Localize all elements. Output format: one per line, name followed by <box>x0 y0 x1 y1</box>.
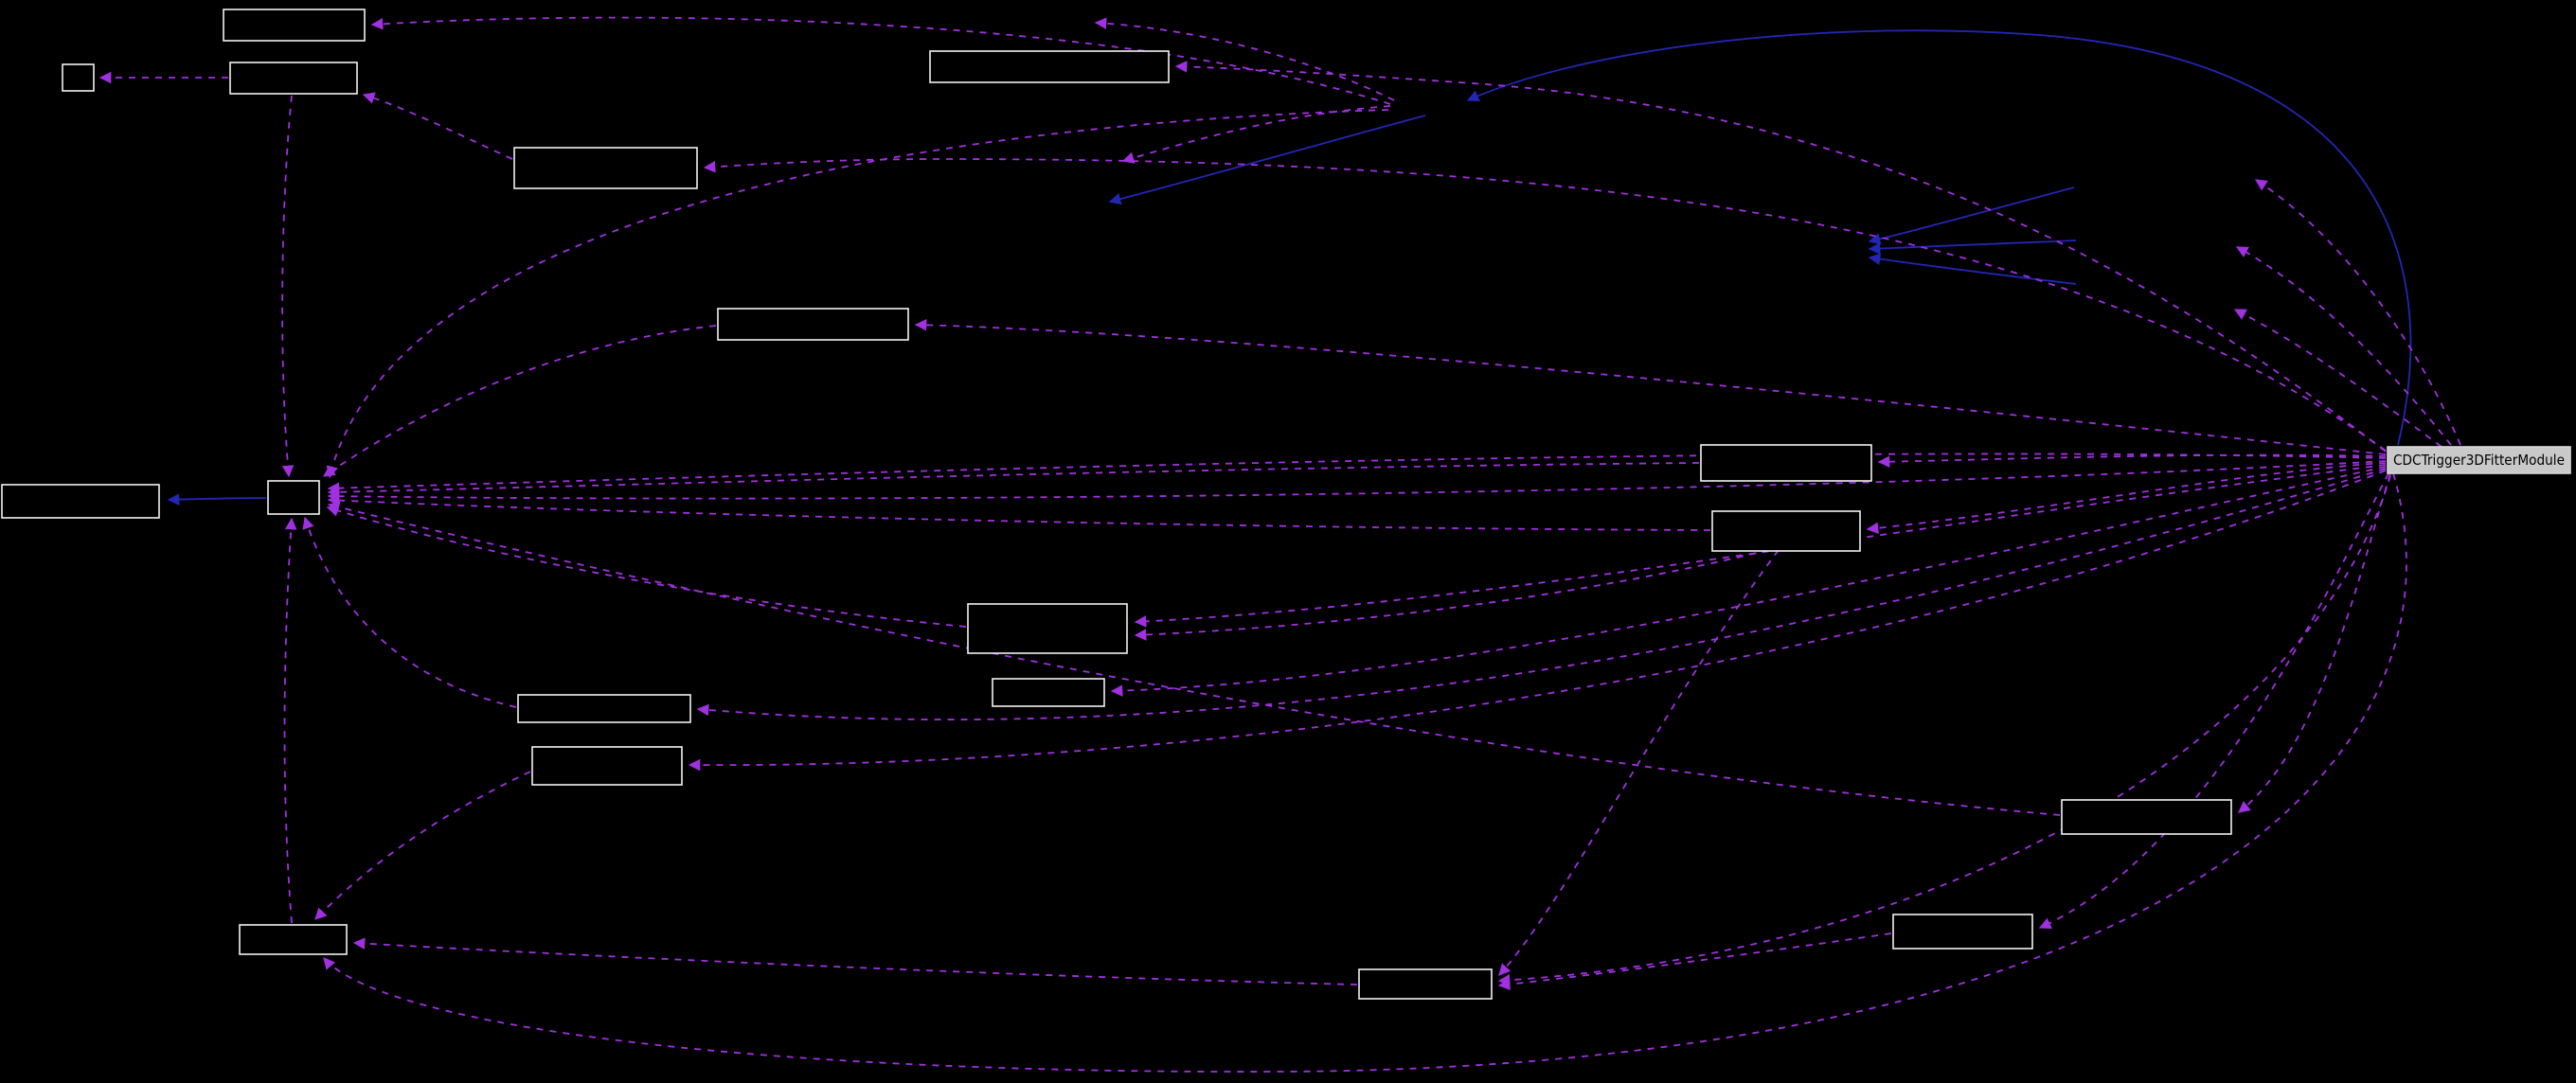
graph-edge-uses-28 <box>327 462 1700 499</box>
graph-edge-uses-27 <box>327 460 2387 503</box>
graph-edge-uses-18 <box>696 468 2387 720</box>
graph-edge-uses-35 <box>281 95 295 478</box>
graph-node-n2[interactable] <box>62 63 95 92</box>
graph-edge-uses-16 <box>1134 549 1770 641</box>
graph-edge-inheritance-2 <box>1868 186 2075 245</box>
graph-node-n13[interactable] <box>517 694 691 723</box>
graph-node-n15[interactable] <box>2061 799 2232 835</box>
graph-edge-uses-40 <box>2235 246 2452 446</box>
graph-edge-uses-36 <box>326 109 1389 479</box>
graph-edge-uses-9 <box>2038 472 2389 930</box>
graph-node-main-label: CDCTrigger3DFitterModule <box>2393 452 2565 469</box>
graph-edge-uses-21 <box>1497 932 1892 991</box>
graph-edge-uses-14 <box>1094 17 1395 101</box>
graph-edge-uses-31 <box>326 505 967 628</box>
graph-edge-uses-6 <box>1877 453 2387 469</box>
graph-edge-uses-10 <box>914 319 2387 455</box>
graph-edge-uses-8 <box>2238 472 2391 813</box>
graph-edge-uses-7 <box>1866 462 2387 535</box>
graph-edge-inheritance-5 <box>167 493 267 506</box>
graph-edge-uses-23 <box>352 937 1358 985</box>
graph-edge-inheritance-3 <box>1868 240 2077 255</box>
graph-node-n5[interactable] <box>929 50 1170 83</box>
graph-edge-uses-26 <box>327 453 2387 494</box>
graph-node-n3[interactable] <box>229 62 358 95</box>
graph-node-main[interactable] <box>2387 446 2571 474</box>
graph-node-n9[interactable] <box>1 484 160 519</box>
graph-edge-uses-29 <box>327 494 1711 531</box>
node-layer: CDCTrigger3DFitterModule <box>1 9 2571 1000</box>
graph-edge-uses-42 <box>1121 105 1391 164</box>
graph-node-n18[interactable] <box>1358 968 1493 1000</box>
graph-edge-uses-17 <box>1110 466 2387 697</box>
graph-edge-uses-11 <box>1174 61 2387 453</box>
graph-node-n7[interactable] <box>1700 444 1872 482</box>
graph-edge-uses-13 <box>703 158 2387 452</box>
graph-edge-uses-38 <box>362 92 513 160</box>
graph-edge-uses-20 <box>1497 474 2391 986</box>
graph-node-n11[interactable] <box>967 603 1128 654</box>
graph-edge-uses-22 <box>1498 549 1780 976</box>
graph-edge-uses-33 <box>283 517 297 924</box>
graph-edge-uses-32 <box>327 501 2061 816</box>
graph-node-n17[interactable] <box>239 924 348 955</box>
graph-node-n14[interactable] <box>531 746 683 786</box>
graph-node-n4[interactable] <box>513 147 698 189</box>
graph-edge-uses-15 <box>1134 464 2387 628</box>
graph-edge-uses-30 <box>322 325 717 477</box>
graph-edge-inheritance-4 <box>1868 253 2077 285</box>
graph-node-n8[interactable] <box>1711 510 1861 552</box>
graph-node-n10[interactable] <box>267 480 320 515</box>
graph-edge-inheritance-1 <box>1108 115 1426 205</box>
graph-node-n1[interactable] <box>223 9 366 42</box>
graph-edge-uses-34 <box>302 516 517 708</box>
graph-edge-uses-12 <box>370 16 1391 105</box>
edge-layer <box>98 16 2461 1073</box>
graph-edge-uses-39 <box>2254 179 2461 446</box>
graph-node-n16[interactable] <box>1892 914 2033 950</box>
graph-edge-uses-24 <box>314 771 531 920</box>
graph-edge-uses-19 <box>688 470 2387 772</box>
graph-node-n12[interactable] <box>992 678 1105 707</box>
graph-edge-inheritance-0 <box>1466 29 2412 446</box>
graph-edge-uses-25 <box>323 472 2407 1073</box>
graph-node-n6[interactable] <box>717 308 909 341</box>
